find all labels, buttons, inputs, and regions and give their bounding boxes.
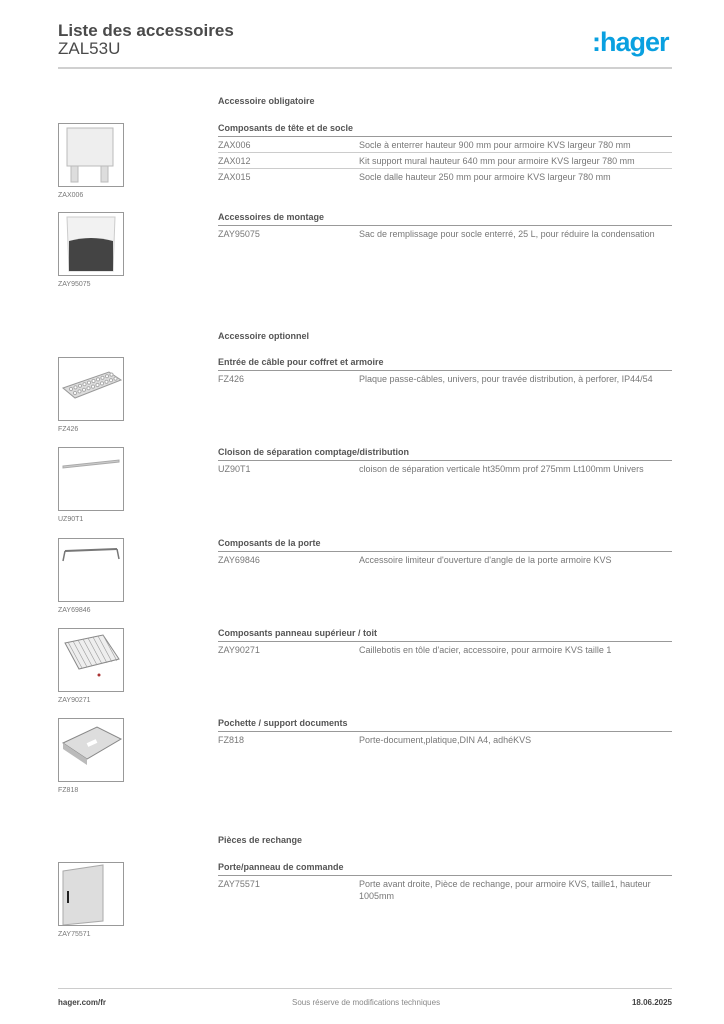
hager-logo: :hager xyxy=(592,27,670,57)
image-caption: FZ426 xyxy=(58,426,79,433)
product-ref: ZAY69846 xyxy=(218,555,260,565)
footer-date: 18.06.2025 xyxy=(631,998,672,1007)
section-title: Pièces de rechange xyxy=(218,835,303,845)
table-row: ZAY90271 Caillebotis en tôle d'acier, acc… xyxy=(218,642,672,657)
image-caption: UZ90T1 xyxy=(58,516,84,523)
base-socket-image xyxy=(58,123,124,187)
filler-bag-image xyxy=(58,212,124,276)
product-ref: ZAX012 xyxy=(218,156,251,166)
table-row: ZAX015 Socle dalle hauteur 250 mm pour ar… xyxy=(218,169,672,184)
product-ref: ZAX015 xyxy=(218,172,251,182)
footer-website[interactable]: hager.com/fr xyxy=(58,998,107,1007)
table-row: ZAY69846 Accessoire limiteur d'ouverture … xyxy=(218,552,672,567)
image-caption: FZ818 xyxy=(58,787,79,794)
grating-image xyxy=(58,628,124,692)
product-ref: FZ818 xyxy=(218,735,245,745)
footer-divider xyxy=(58,988,672,989)
document-holder-image xyxy=(58,718,124,782)
product-ref: ZAY90271 xyxy=(218,645,260,655)
product-description: Kit support mural hauteur 640 mm pour ar… xyxy=(359,156,635,166)
table-row: ZAY75571 Porte avant droite, Pièce de rec… xyxy=(218,876,672,903)
door-limiter-image xyxy=(58,538,124,602)
product-description: Porte avant droite, Pièce de rechange, p… xyxy=(359,879,651,901)
product-description: Socle à enterrer hauteur 900 mm pour arm… xyxy=(359,140,631,150)
image-caption: ZAY69846 xyxy=(58,607,91,614)
image-caption: ZAY90271 xyxy=(58,697,91,704)
product-ref: UZ90T1 xyxy=(218,464,251,474)
header-divider xyxy=(58,67,672,69)
table-row: FZ426 Plaque passe-câbles, univers, pour … xyxy=(218,371,672,386)
section-title: Accessoire optionnel xyxy=(218,331,310,341)
page-title: Liste des accessoires xyxy=(58,21,234,40)
table-row: ZAX012 Kit support mural hauteur 640 mm p… xyxy=(218,153,672,169)
group-title: Entrée de câble pour coffret et armoire xyxy=(218,357,672,371)
partition-image xyxy=(58,447,124,511)
product-description: Accessoire limiteur d'ouverture d'angle … xyxy=(359,555,612,565)
product-description: Socle dalle hauteur 250 mm pour armoire … xyxy=(359,172,611,182)
image-caption: ZAY75571 xyxy=(58,931,91,938)
group-title: Pochette / support documents xyxy=(218,718,672,732)
image-caption: ZAY95075 xyxy=(58,281,91,288)
table-row: UZ90T1 cloison de séparation verticale ht… xyxy=(218,461,672,476)
section-title: Accessoire obligatoire xyxy=(218,96,315,106)
group-title: Composants panneau supérieur / toit xyxy=(218,628,672,642)
group-title: Composants de tête et de socle xyxy=(218,123,672,137)
table-row: ZAX006 Socle à enterrer hauteur 900 mm po… xyxy=(218,137,672,153)
cable-plate-image xyxy=(58,357,124,421)
product-description: Sac de remplissage pour socle enterré, 2… xyxy=(359,229,655,239)
door-panel-image xyxy=(58,862,124,926)
product-ref: ZAX006 xyxy=(218,140,251,150)
product-reference: ZAL53U xyxy=(58,39,121,58)
accessory-group: Cloison de séparation comptage/distribut… xyxy=(218,447,672,476)
product-ref: ZAY75571 xyxy=(218,879,260,889)
product-description: Caillebotis en tôle d'acier, accessoire,… xyxy=(359,645,612,655)
product-description: cloison de séparation verticale ht350mm … xyxy=(359,464,644,474)
group-title: Porte/panneau de commande xyxy=(218,862,672,876)
footer-disclaimer: Sous réserve de modifications techniques xyxy=(292,998,441,1007)
group-title: Composants de la porte xyxy=(218,538,672,552)
group-title: Accessoires de montage xyxy=(218,212,672,226)
group-title: Cloison de séparation comptage/distribut… xyxy=(218,447,672,461)
product-ref: FZ426 xyxy=(218,374,245,384)
product-description: Plaque passe-câbles, univers, pour travé… xyxy=(359,374,653,384)
product-ref: ZAY95075 xyxy=(218,229,260,239)
product-description: Porte-document,platique,DIN A4, adhéKVS xyxy=(359,735,532,745)
table-row: FZ818 Porte-document,platique,DIN A4, adh… xyxy=(218,732,672,747)
image-caption: ZAX006 xyxy=(58,192,84,199)
table-row: ZAY95075 Sac de remplissage pour socle en… xyxy=(218,226,672,241)
